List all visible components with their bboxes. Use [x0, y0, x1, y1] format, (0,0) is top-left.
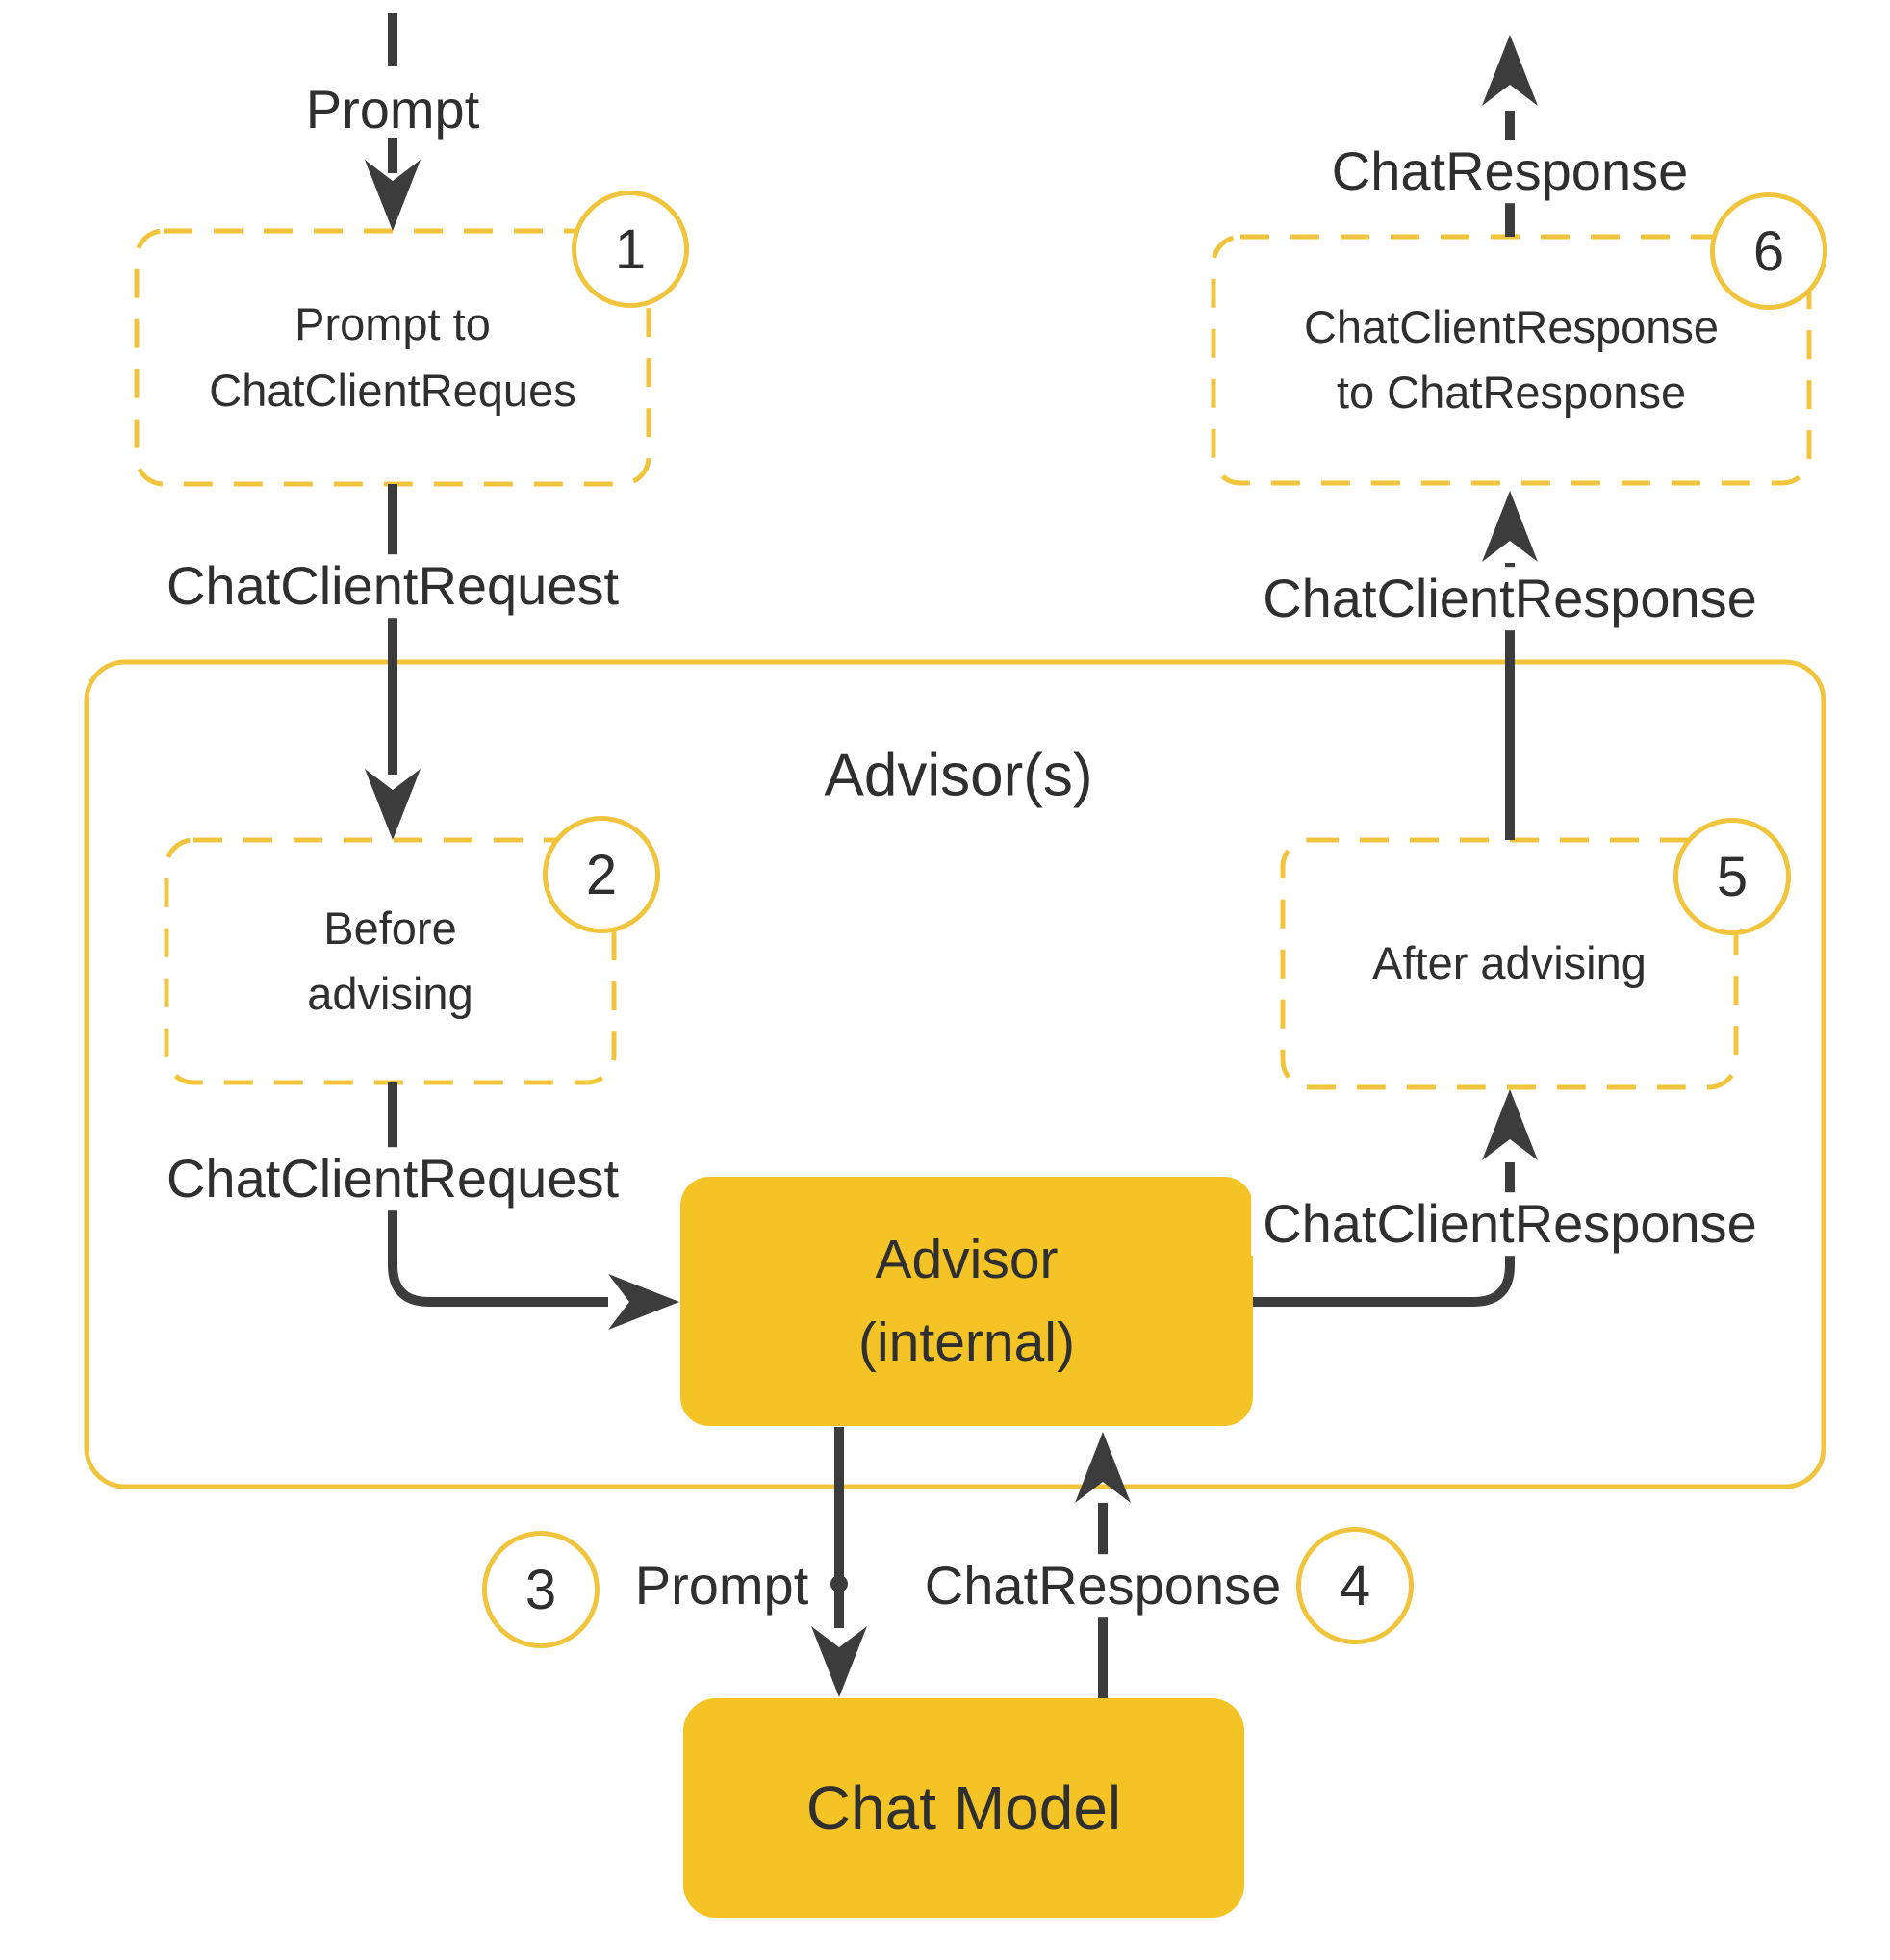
chat-response-top-label: ChatResponse — [1319, 140, 1700, 203]
waypoint-dot-icon — [830, 1575, 848, 1592]
step2-box-text: Before advising — [166, 840, 614, 1082]
chat-model-label: Chat Model — [805, 1772, 1122, 1843]
step1-badge: 1 — [572, 191, 689, 308]
chat-response-bottom-label: ChatResponse — [912, 1554, 1293, 1617]
step1-line1: Prompt to — [294, 298, 491, 350]
step6-box-text: ChatClientResponse to ChatResponse — [1213, 237, 1809, 483]
arrowhead-up-icon — [1075, 1432, 1131, 1503]
step6-line1: ChatClientResponse — [1303, 300, 1720, 352]
arrowhead-right-icon — [608, 1274, 679, 1330]
step1-box-text: Prompt to ChatClientReques — [137, 231, 649, 484]
step5-badge: 5 — [1673, 818, 1791, 935]
chat-client-request-inner-label: ChatClientRequest — [154, 1147, 631, 1210]
arrowhead-up-icon — [1482, 491, 1538, 562]
advisors-container-title: Advisor(s) — [824, 742, 1093, 809]
step2-badge: 2 — [543, 816, 660, 933]
step3-badge: 3 — [482, 1531, 600, 1648]
arrowhead-up-icon — [1482, 35, 1538, 106]
advisor-internal-line2: (internal) — [858, 1311, 1075, 1373]
prompt-top-label: Prompt — [305, 79, 480, 140]
arrowhead-down-icon — [811, 1626, 867, 1697]
arrowhead-down-icon — [365, 160, 421, 231]
prompt-bottom-label: Prompt — [634, 1555, 809, 1616]
step4-badge: 4 — [1296, 1527, 1414, 1644]
chat-client-response-outer-label: ChatClientResponse — [1251, 567, 1769, 630]
advisor-internal-line1: Advisor — [875, 1229, 1059, 1290]
step1-line2: ChatClientReques — [209, 364, 576, 416]
step6-line2: to ChatResponse — [1336, 367, 1687, 418]
step2-line1: Before — [323, 902, 457, 954]
step5-box-text: After advising — [1283, 840, 1736, 1087]
step2-line2: advising — [307, 968, 473, 1019]
chat-model-text: Chat Model — [683, 1698, 1244, 1918]
chat-client-request-outer-label: ChatClientRequest — [154, 554, 631, 618]
step6-badge: 6 — [1710, 192, 1827, 310]
chat-client-response-inner-label: ChatClientResponse — [1251, 1192, 1769, 1256]
advisor-internal-text: Advisor (internal) — [680, 1177, 1253, 1426]
step5-label: After advising — [1372, 937, 1647, 989]
arrowhead-down-icon — [365, 769, 421, 840]
arrowhead-up-icon — [1482, 1089, 1538, 1160]
